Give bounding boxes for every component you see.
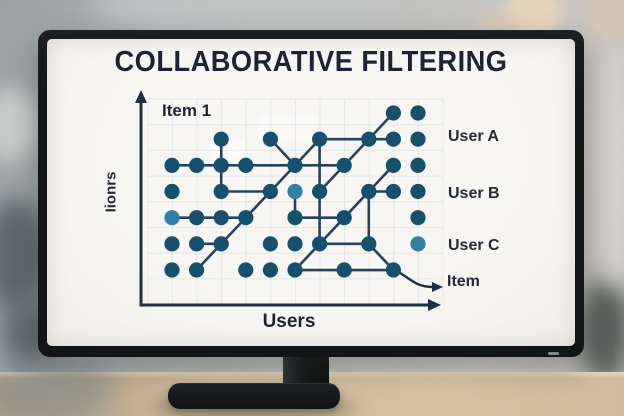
background-dark-blur	[578, 278, 624, 383]
monitor-stand-base	[168, 383, 340, 409]
power-indicator	[548, 352, 559, 355]
background-light-blur	[0, 88, 40, 162]
monitor-screen	[47, 39, 575, 346]
background-light-blur	[600, 40, 624, 290]
bokeh-highlight	[588, 0, 624, 40]
monitor-frame	[38, 30, 584, 357]
desk-shadow-cast	[0, 356, 115, 416]
